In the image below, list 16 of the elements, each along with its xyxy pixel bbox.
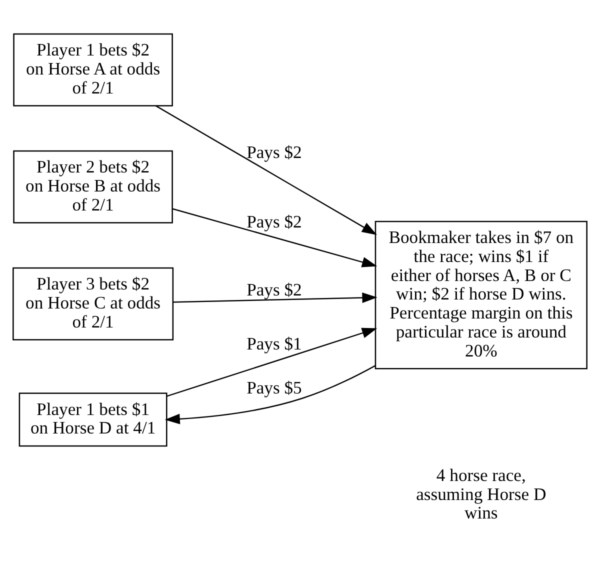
edge-label: Pays $1 — [246, 333, 302, 354]
arrow — [164, 364, 376, 424]
edge-label: Pays $2 — [246, 211, 302, 232]
edge-label: Pays $2 — [246, 279, 302, 300]
arrow — [173, 292, 378, 304]
node-box: Player 1 bets $2 on Horse A at odds of 2/1 — [13, 33, 173, 106]
label: 4 horse race, assuming Horse D wins — [416, 464, 546, 523]
node-box: Player 3 bets $2 on Horse C at odds of 2/1 — [12, 267, 174, 340]
node-box: Bookmaker takes in $7 on the race; wins $1 if either of horses A, B or C win; $2 if horse D wins. Percentage margin on this particular race is around 20% — [374, 220, 588, 370]
edge-label: Pays $2 — [246, 142, 302, 162]
arrow — [166, 328, 378, 397]
arrow — [156, 105, 377, 235]
node-box: Player 1 bets $1 on Horse D at 4/1 — [18, 392, 168, 447]
node-box: Player 2 bets $2 on Horse B at odds of 2/1 — [13, 150, 173, 224]
edge-label: Pays $5 — [246, 377, 302, 398]
arrow — [172, 208, 378, 268]
